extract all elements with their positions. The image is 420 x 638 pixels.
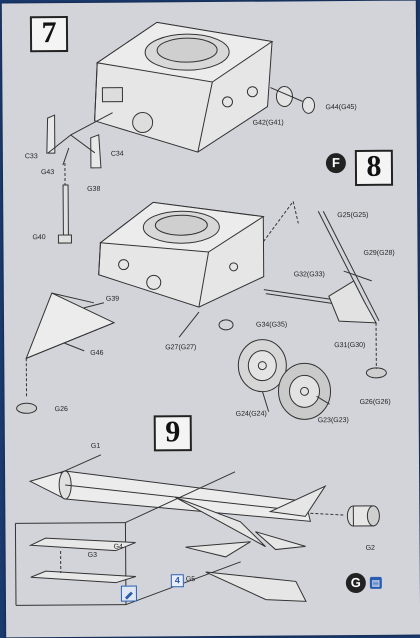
outrigger-arm-left [16,292,116,414]
wheel-g23 [278,362,332,420]
part-g40 [57,234,72,244]
reference-4-icon: 4 [170,574,184,588]
missile-g1 [28,470,327,558]
label-g25: G25(G25) [337,211,369,220]
label-g38: G38 [87,185,101,193]
label-g1: G1 [90,442,101,450]
part-g27 [178,311,200,338]
label-g42: G42(G41) [252,119,284,127]
legs-c33-c34 [46,112,113,169]
turret-body-step8 [98,201,265,308]
label-g5: G5 [185,576,196,584]
part-g38 [62,184,69,236]
label-c34: C34 [110,150,124,158]
label-g39: G39 [105,295,120,303]
outrigger-arm-right [317,210,387,379]
paint-icon [120,585,137,602]
label-g27: G27(G27) [165,344,197,352]
part-g34 [218,319,234,331]
label-g34: G34(G35) [256,321,288,329]
marker-f: F [325,153,346,174]
step-8-box: 8 [354,149,394,186]
part-g2 [310,505,380,527]
reference-icon: ▤ [369,576,382,589]
label-g40: G40 [32,234,46,242]
label-g2: G2 [365,544,375,552]
label-c33: C33 [24,153,38,161]
marker-g: G [345,572,366,594]
label-g44: G44(G45) [325,103,357,112]
label-g32: G32(G33) [293,271,325,279]
label-g3: G3 [87,551,98,559]
wheel-g24 [237,339,287,393]
label-g29: G29(G28) [363,249,395,257]
label-g24: G24(G24) [235,410,267,418]
part-g44 [302,96,316,114]
step-9-box: 9 [153,415,192,452]
step-7-box: 7 [29,15,69,53]
label-g26a: G26 [54,406,68,414]
label-g46: G46 [90,349,104,357]
label-g4: G4 [113,543,123,551]
label-g23: G23(G23) [317,417,349,425]
part-g5 [205,571,307,602]
label-g43: G43 [40,169,55,177]
turret-body-step7 [94,21,274,153]
label-g31: G31(G30) [334,341,366,350]
label-g26b: G26(G26) [359,398,391,406]
